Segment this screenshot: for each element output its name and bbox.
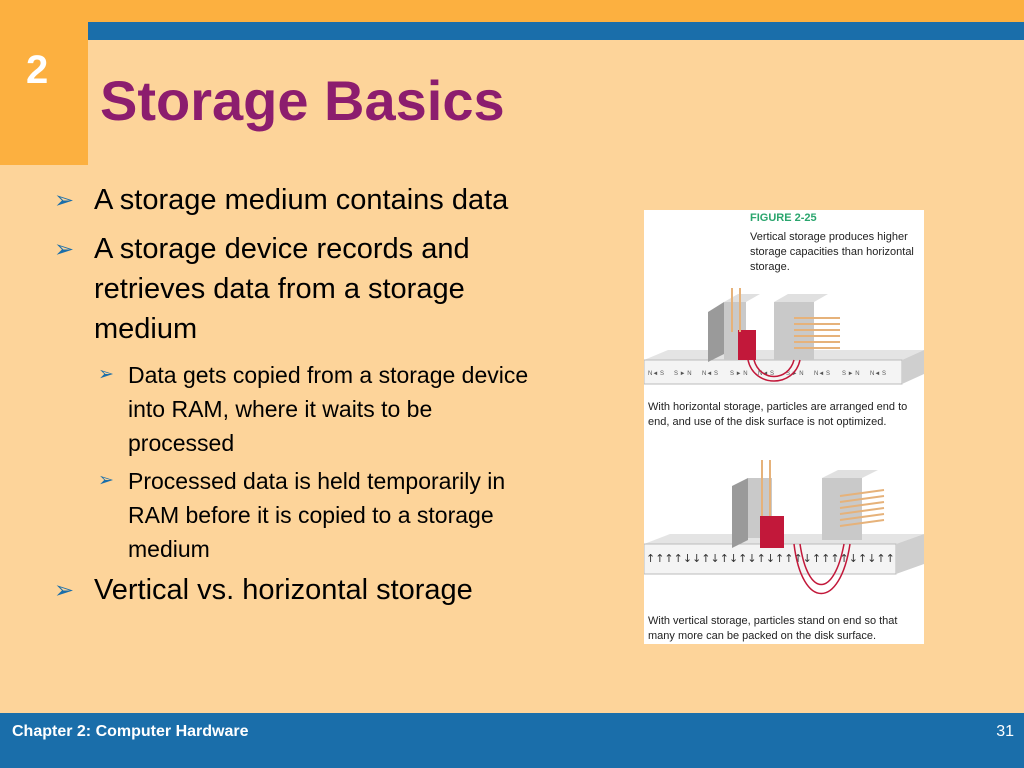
svg-text:S ► N: S ► N	[786, 371, 804, 377]
figure-label: FIGURE 2-25	[750, 212, 817, 224]
page-number: 31	[996, 723, 1014, 740]
slide-title: Storage Basics	[100, 69, 505, 132]
svg-text:N◄ S: N◄ S	[648, 371, 664, 377]
sub-bullet-text: Processed data is held temporarily in RA…	[128, 468, 506, 562]
footer-bar: Chapter 2: Computer Hardware 31	[0, 713, 1024, 768]
bullet-item: ➢ Vertical vs. horizontal storage	[54, 570, 574, 610]
storage-figure: FIGURE 2-25 Vertical storage produces hi…	[644, 210, 924, 644]
vertical-storage-illustration: ↑↑↑↑↓↓↑↓↑↓↑↓↑↓↑↑↑↓↑↑↑↑↓↑↓↑↑	[644, 460, 924, 595]
bullet-text: A storage medium contains data	[94, 184, 509, 216]
horizontal-storage-caption: With horizontal storage, particles are a…	[648, 401, 908, 428]
sub-bullet-item: ➢ Processed data is held temporarily in …	[98, 464, 538, 566]
header-blue-strip	[88, 22, 1024, 40]
figure-caption: Vertical storage produces higher storage…	[750, 231, 914, 273]
arrow-bullet-icon: ➢	[54, 187, 75, 214]
arrow-bullet-icon: ➢	[98, 470, 114, 491]
footer-title: Chapter 2: Computer Hardware	[12, 723, 249, 740]
sub-bullet-text: Data gets copied from a storage device i…	[128, 362, 529, 456]
bullet-item: ➢ A storage device records and retrieves…	[54, 229, 574, 349]
header-orange-strip	[88, 0, 1024, 22]
arrow-bullet-icon: ➢	[98, 364, 114, 385]
svg-text:N◄ S: N◄ S	[814, 371, 830, 377]
chapter-tab	[0, 0, 88, 165]
svg-text:S ► N: S ► N	[842, 371, 860, 377]
bullet-text: A storage device records and retrieves d…	[94, 233, 470, 345]
bullet-item: ➢ A storage medium contains data	[54, 180, 574, 220]
arrow-bullet-icon: ➢	[54, 577, 75, 604]
svg-text:N◄ S: N◄ S	[702, 371, 718, 377]
svg-text:S ► N: S ► N	[730, 371, 748, 377]
bullet-list: ➢ A storage medium contains data ➢ A sto…	[54, 180, 574, 619]
vertical-storage-caption: With vertical storage, particles stand o…	[648, 615, 898, 642]
svg-text:N◄ S: N◄ S	[870, 371, 886, 377]
svg-text:S ► N: S ► N	[674, 371, 692, 377]
bullet-text: Vertical vs. horizontal storage	[94, 574, 473, 606]
chapter-number: 2	[26, 48, 49, 92]
svg-text:↑↑↑↑↓↓↑↓↑↓↑↓↑↓↑↑↑↓↑↑↑↑↓↑↓↑↑: ↑↑↑↑↓↓↑↓↑↓↑↓↑↓↑↑↑↓↑↑↑↑↓↑↓↑↑	[646, 552, 895, 565]
sub-bullet-item: ➢ Data gets copied from a storage device…	[98, 358, 538, 460]
arrow-bullet-icon: ➢	[54, 236, 75, 263]
